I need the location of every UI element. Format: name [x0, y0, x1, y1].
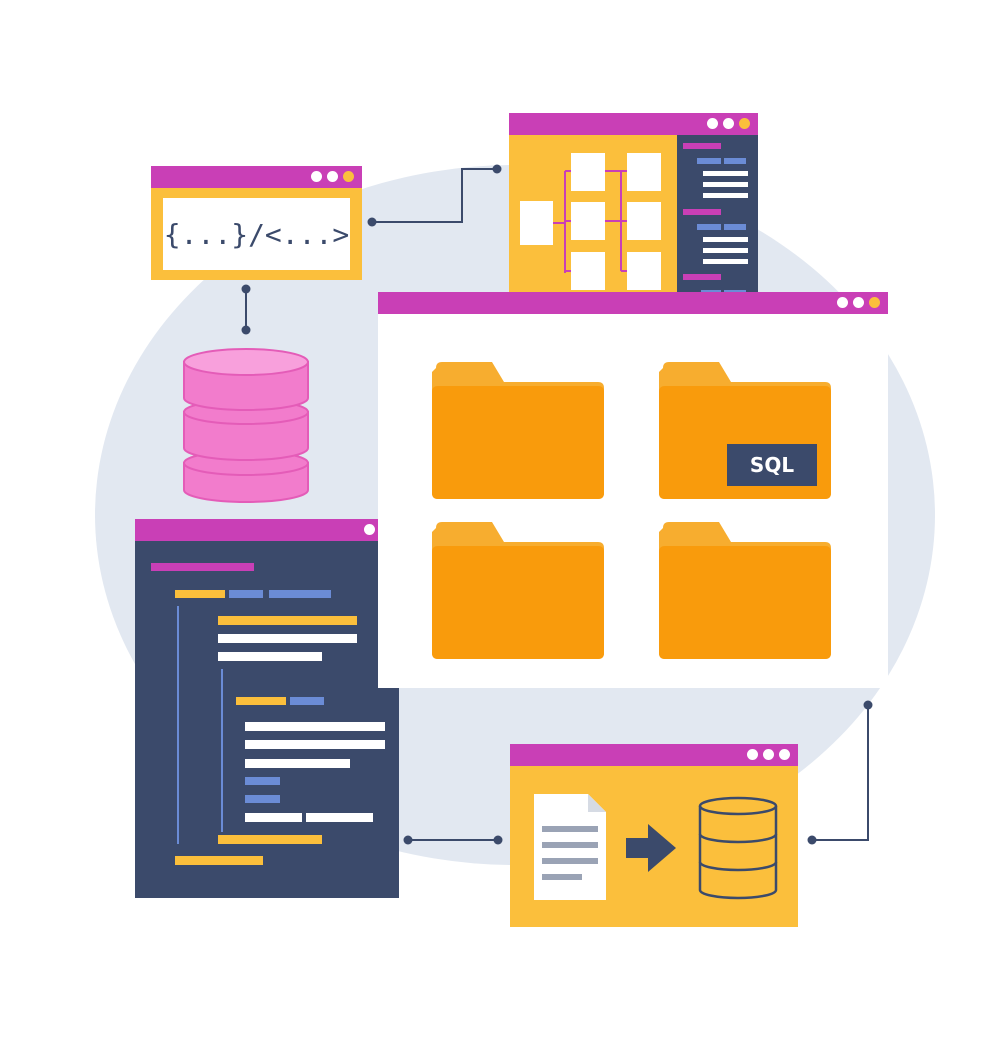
schema-node — [627, 202, 661, 240]
window-dot — [747, 749, 758, 760]
import-diagram — [534, 794, 778, 900]
arrow-right-icon — [626, 824, 676, 872]
code-editor-window — [135, 519, 399, 898]
connector-dot — [492, 164, 502, 174]
window-titlebar — [378, 292, 888, 314]
import-window — [510, 744, 798, 927]
sql-badge: SQL — [727, 444, 817, 486]
window-dot — [739, 118, 750, 129]
window-titlebar — [510, 744, 798, 766]
schema-node — [627, 252, 661, 290]
schema-node — [520, 201, 553, 245]
window-titlebar — [151, 166, 362, 188]
window-dots-icon — [747, 749, 790, 760]
window-dot — [723, 118, 734, 129]
window-dot — [327, 171, 338, 182]
code-snippet-text: {...}/<...> — [163, 198, 350, 270]
window-dot — [364, 524, 375, 535]
connector-dot — [367, 217, 377, 227]
schema-node — [571, 153, 605, 191]
window-dot — [343, 171, 354, 182]
folder-icon[interactable] — [432, 362, 604, 499]
window-dot — [853, 297, 864, 308]
file-explorer-window: SQL — [378, 292, 888, 688]
window-titlebar — [509, 113, 758, 135]
database-icon — [698, 796, 778, 900]
schema-node — [627, 153, 661, 191]
connector-dot — [807, 835, 817, 845]
connector-dot — [241, 284, 251, 294]
folder-icon[interactable] — [432, 522, 604, 659]
window-dot — [837, 297, 848, 308]
window-dots-icon — [311, 171, 354, 182]
window-dot — [779, 749, 790, 760]
schema-node — [571, 252, 605, 290]
document-icon — [534, 794, 606, 900]
connector-dot — [403, 835, 413, 845]
window-dot — [707, 118, 718, 129]
connector-import-to-explorer — [812, 705, 869, 841]
code-snippet-window: {...}/<...> — [151, 166, 362, 280]
connector-code-to-schema — [372, 168, 497, 223]
code-lines — [151, 563, 385, 865]
connector-dot — [241, 325, 251, 335]
schema-node — [571, 202, 605, 240]
schema-diagram — [520, 135, 758, 306]
db-top — [183, 348, 309, 376]
connector-dot — [863, 700, 873, 710]
folder-icon[interactable] — [659, 522, 831, 659]
window-dots-icon — [837, 297, 880, 308]
connector-dot — [493, 835, 503, 845]
window-dot — [869, 297, 880, 308]
window-dot — [763, 749, 774, 760]
window-dot — [311, 171, 322, 182]
db-segment — [183, 411, 309, 461]
schema-window — [509, 113, 758, 306]
window-dots-icon — [707, 118, 750, 129]
